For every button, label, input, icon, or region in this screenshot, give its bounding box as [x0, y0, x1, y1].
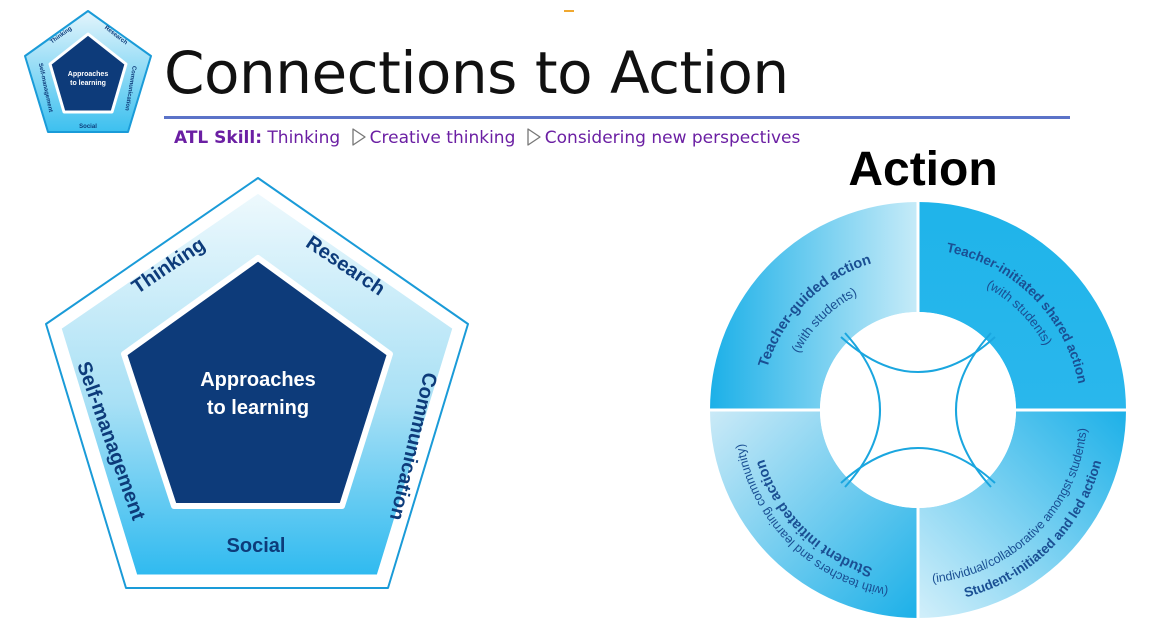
logo-inner-pentagon — [48, 32, 128, 114]
logo-label-social: Social — [79, 124, 97, 130]
skill-label-social: Social — [227, 535, 286, 557]
core-label-line-1: Approaches — [200, 369, 316, 391]
atl-skill-line: ATL Skill: Thinking Creative thinking Co… — [174, 126, 800, 150]
action-title: Action — [848, 143, 998, 196]
connection-curves — [840, 332, 996, 488]
logo-center-line-2: to learning — [70, 80, 106, 87]
logo-center-line-1: Approaches — [68, 71, 109, 78]
triangle-arrow-icon — [527, 128, 541, 146]
atl-pentagon-diagram: Approaches to learning Thinking Research… — [45, 177, 469, 589]
atl-skill-label: ATL Skill: — [174, 128, 263, 148]
quadrant-teacher-initiated — [918, 202, 1126, 410]
triangle-arrow-icon — [351, 128, 366, 146]
atl-step-3: Considering new perspectives — [544, 128, 801, 148]
cursor-mark — [564, 10, 574, 12]
pentagon-core — [121, 255, 393, 509]
atl-step-1: Thinking — [267, 128, 341, 148]
slide-title: Connections to Action — [164, 39, 789, 107]
quadrant-teacher-guided — [710, 202, 918, 410]
core-label-line-2: to learning — [207, 397, 309, 419]
action-ring-diagram: Teacher-guided action (with students) Te… — [710, 202, 1126, 618]
title-divider — [164, 116, 1070, 119]
quadrant-student-initiated — [710, 410, 918, 618]
atl-logo: Approaches to learning Thinking Research… — [24, 10, 152, 133]
ring-center — [820, 312, 1016, 508]
quadrant-student-initiated-led — [918, 410, 1126, 618]
atl-step-2: Creative thinking — [369, 128, 516, 148]
